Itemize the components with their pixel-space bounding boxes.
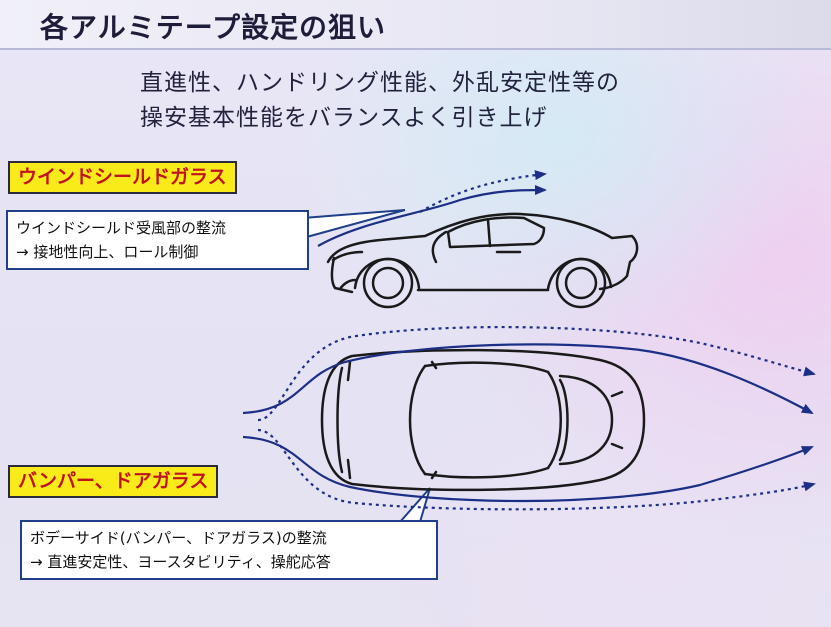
windshield-glass-label: ウインドシールドガラス xyxy=(8,161,237,194)
page-title: 各アルミテープ設定の狙い xyxy=(40,11,387,44)
windshield-callout-pointer xyxy=(302,209,406,239)
side-flow-lower-solid xyxy=(242,435,814,503)
windshield-flow-dotted xyxy=(419,170,547,213)
car-side-view xyxy=(326,212,639,309)
subtitle-line-2: 操安基本性能をバランスよく引き上げ xyxy=(140,105,548,131)
car-top-view xyxy=(320,348,646,492)
title-band xyxy=(0,0,831,50)
windshield-flow-solid xyxy=(317,185,547,247)
windshield-callout-line-2: → 接地性向上、ロール制御 xyxy=(16,243,199,261)
side-flow-upper-dotted xyxy=(257,325,816,422)
bumper-door-glass-label: バンパー、ドアガラス xyxy=(8,465,219,498)
subtitle: 直進性、ハンドリング性能、外乱安定性等の 操安基本性能をバランスよく引き上げ xyxy=(140,66,620,136)
airflow-lines xyxy=(242,170,816,511)
bumper-callout-pointer xyxy=(399,487,431,523)
bumper-callout-line-2: → 直進安定性、ヨースタビリティ、操舵応答 xyxy=(30,553,331,571)
windshield-callout-line-1: ウインドシールド受風部の整流 xyxy=(16,219,227,237)
side-flow-lower-dotted xyxy=(257,428,816,511)
subtitle-line-1: 直進性、ハンドリング性能、外乱安定性等の xyxy=(140,70,620,96)
side-flow-upper-solid xyxy=(242,343,814,415)
windshield-callout: ウインドシールド受風部の整流 → 接地性向上、ロール制御 xyxy=(6,210,309,270)
bumper-callout: ボデーサイド(バンパー、ドアガラス)の整流 → 直進安定性、ヨースタビリティ、操… xyxy=(20,520,438,580)
bumper-callout-line-1: ボデーサイド(バンパー、ドアガラス)の整流 xyxy=(30,529,327,547)
